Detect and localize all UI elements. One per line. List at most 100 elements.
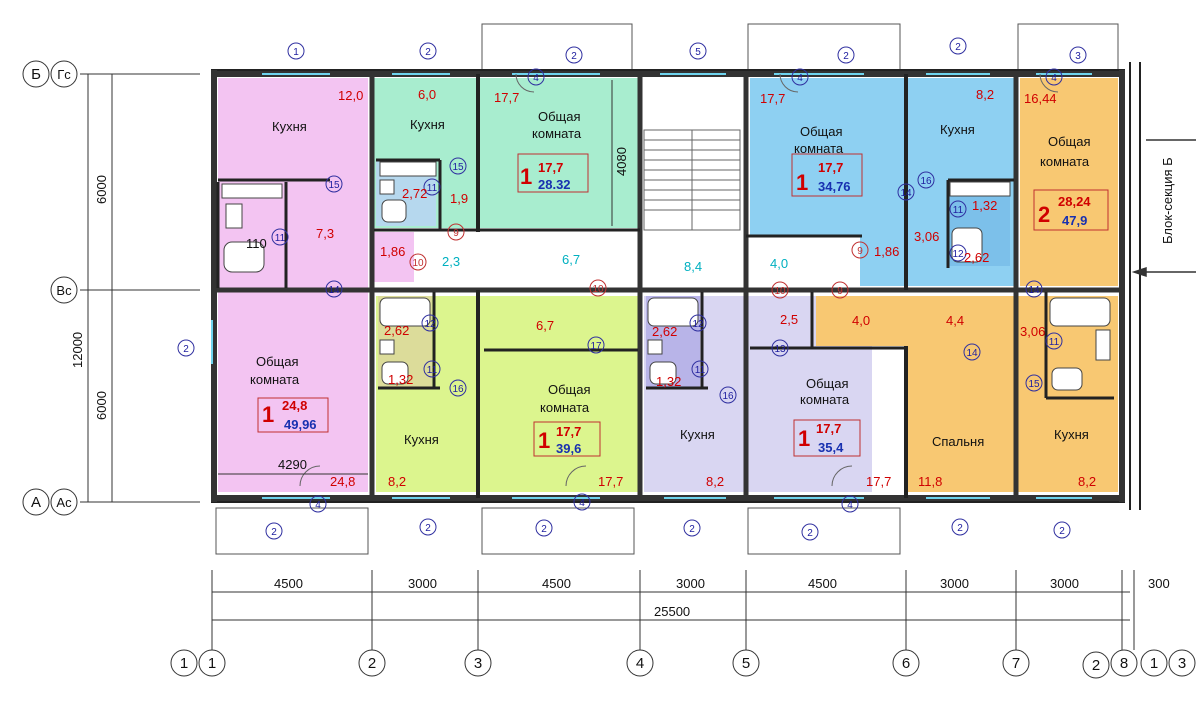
apartment-room-count: 1 bbox=[796, 170, 808, 195]
axis-row-label: Ас bbox=[56, 495, 72, 510]
area-label: 2,72 bbox=[402, 186, 427, 201]
area-label: 1,9 bbox=[450, 191, 468, 206]
axis-row-label: Б bbox=[31, 66, 41, 83]
room-name-living: комната bbox=[532, 126, 582, 141]
mark-number: 9 bbox=[453, 228, 459, 239]
mark-number: 10 bbox=[592, 284, 604, 295]
mark-number: 16 bbox=[452, 384, 464, 395]
mark-number: 2 bbox=[541, 524, 547, 535]
mark-number: 13 bbox=[774, 344, 786, 355]
orange-top-fill bbox=[1020, 78, 1118, 286]
area-label: 6,7 bbox=[536, 318, 554, 333]
apartment-total-area: 28.32 bbox=[538, 177, 571, 192]
mark-number: 12 bbox=[692, 319, 704, 330]
dimension-span: 4500 bbox=[542, 576, 571, 591]
mark-number: 2 bbox=[689, 524, 695, 535]
apartment-total-area: 49,96 bbox=[284, 417, 317, 432]
area-label: 6,0 bbox=[418, 87, 436, 102]
dimension-lines bbox=[80, 73, 1135, 650]
axis-col-label: 5 bbox=[742, 655, 750, 672]
apartment-total-area: 47,9 bbox=[1062, 213, 1087, 228]
room-name-living: комната bbox=[1040, 154, 1090, 169]
room-name-kitchen: Кухня bbox=[1054, 427, 1089, 442]
mark-number: 14 bbox=[966, 348, 978, 359]
corridor-area: 8,4 bbox=[684, 259, 702, 274]
axis-row-label: А bbox=[31, 494, 41, 511]
area-label: 8,2 bbox=[388, 474, 406, 489]
axis-col-label: 3 bbox=[474, 655, 482, 672]
mark-number: 9 bbox=[837, 286, 843, 297]
mark-number: 14 bbox=[900, 188, 912, 199]
dimension-left-upper: 6000 bbox=[94, 175, 109, 204]
mark-number: 4 bbox=[315, 500, 321, 511]
apartment-living-area: 17,7 bbox=[538, 160, 563, 175]
area-label: 3,06 bbox=[914, 229, 939, 244]
mark-number: 9 bbox=[857, 246, 863, 257]
apartment-room-count: 2 bbox=[1038, 202, 1050, 227]
area-label: 2,62 bbox=[384, 323, 409, 338]
room-name-living: Общая bbox=[538, 109, 581, 124]
mark-numbers: 1 2 2 5 2 2 3 4 4 4 15 15 11 11 16 14 11… bbox=[183, 42, 1081, 539]
area-label: 1,86 bbox=[874, 244, 899, 259]
area-label: 7,3 bbox=[316, 226, 334, 241]
apartment-living-area: 17,7 bbox=[556, 424, 581, 439]
area-label: 2,62 bbox=[652, 324, 677, 339]
room-name-kitchen: Кухня bbox=[940, 122, 975, 137]
corridor-area: 4,0 bbox=[770, 256, 788, 271]
axis-labels: Б Гс Вс А Ас 1 1 2 3 4 5 6 7 2 8 1 3 bbox=[31, 66, 1186, 674]
axis-col-label: 1 bbox=[1150, 655, 1158, 672]
room-names: Кухня Кухня Общая комната Общая комната … bbox=[250, 109, 1091, 449]
apartment-living-area: 17,7 bbox=[816, 421, 841, 436]
dimension-stair: 4080 bbox=[614, 147, 629, 176]
area-label: 4,4 bbox=[946, 313, 964, 328]
area-label: 1,32 bbox=[656, 374, 681, 389]
dimension-span: 3000 bbox=[940, 576, 969, 591]
sanitary-fixtures bbox=[221, 161, 1111, 391]
mark-number: 4 bbox=[797, 73, 803, 84]
apartment-room-count: 1 bbox=[798, 426, 810, 451]
room-fills bbox=[218, 78, 1118, 492]
dimension-total: 25500 bbox=[654, 604, 690, 619]
mark-number: 2 bbox=[955, 42, 961, 53]
axis-col-label: 1 bbox=[208, 655, 216, 672]
corridor-areas: 2,3 6,7 8,4 4,0 bbox=[442, 252, 788, 274]
area-label: 17,7 bbox=[760, 91, 785, 106]
mark-number: 15 bbox=[1028, 379, 1040, 390]
area-label: 12,0 bbox=[338, 88, 363, 103]
apartment-boxes bbox=[257, 153, 1109, 457]
apartment-total-area: 35,4 bbox=[818, 440, 844, 455]
room-name-kitchen: Кухня bbox=[410, 117, 445, 132]
room-name-living: Общая bbox=[256, 354, 299, 369]
axis-col-label: 7 bbox=[1012, 655, 1020, 672]
area-label: 110 bbox=[246, 236, 267, 251]
dimension-span: 4500 bbox=[274, 576, 303, 591]
corridor-area: 2,3 bbox=[442, 254, 460, 269]
area-label: 17,7 bbox=[494, 90, 519, 105]
dimension-span: 3000 bbox=[1050, 576, 1079, 591]
axis-row-label: Вс bbox=[56, 283, 72, 298]
axis-col-label: 2 bbox=[1092, 657, 1100, 674]
windows bbox=[211, 73, 1092, 499]
mark-number: 2 bbox=[843, 51, 849, 62]
section-arrow bbox=[1131, 139, 1196, 278]
axis-bubbles bbox=[22, 60, 1196, 679]
room-name-kitchen: Кухня bbox=[272, 119, 307, 134]
mark-number: 10 bbox=[412, 258, 424, 269]
mark-number: 14 bbox=[1028, 285, 1040, 296]
room-name-living: комната bbox=[800, 392, 850, 407]
mark-number: 11 bbox=[275, 233, 286, 244]
mark-number: 3 bbox=[1075, 51, 1081, 62]
room-name-kitchen: Кухня bbox=[404, 432, 439, 447]
mark-number: 11 bbox=[427, 183, 438, 194]
mark-circles-red bbox=[409, 223, 869, 299]
mark-number: 17 bbox=[590, 341, 602, 352]
room-name-living: Общая bbox=[548, 382, 591, 397]
area-label: 8,2 bbox=[706, 474, 724, 489]
apartment-room-count: 1 bbox=[520, 164, 532, 189]
mark-number: 11 bbox=[953, 205, 964, 216]
room-name-living: Общая bbox=[1048, 134, 1091, 149]
door-swings bbox=[299, 73, 1059, 487]
area-label: 24,8 bbox=[330, 474, 355, 489]
axis-col-label: 1 bbox=[180, 655, 188, 672]
apartment-total-area: 34,76 bbox=[818, 179, 851, 194]
